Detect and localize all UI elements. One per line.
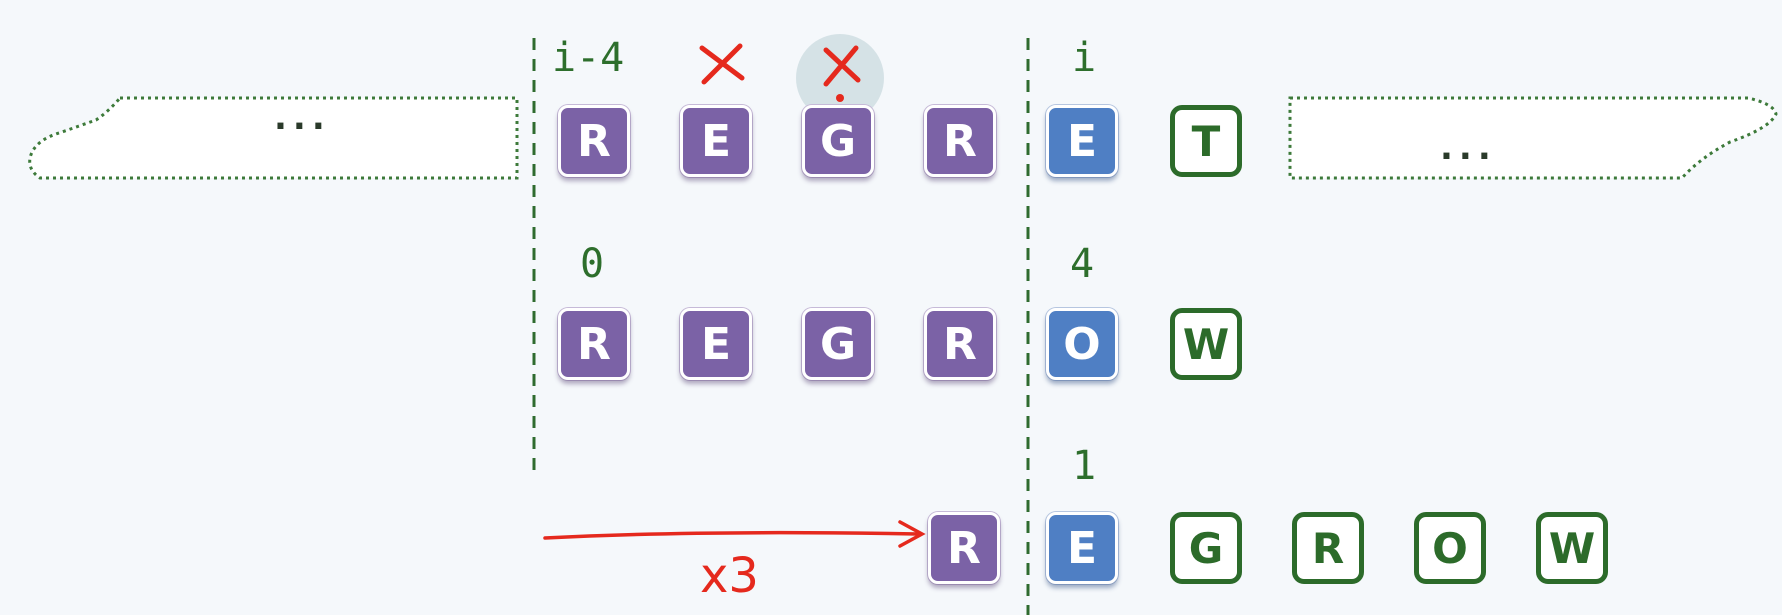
hover-highlight <box>796 34 884 122</box>
letter-tile: W <box>1170 308 1242 380</box>
row1-current-index-label: i <box>1072 35 1097 81</box>
letter-tile: E <box>680 308 752 380</box>
letter-tile: R <box>558 105 630 177</box>
letter-tile: T <box>1170 105 1242 177</box>
row2-start-index-label: 0 <box>580 241 605 287</box>
left-tape-shape <box>28 96 519 180</box>
letter-tile: E <box>1046 105 1118 177</box>
letter-tile: R <box>928 512 1000 584</box>
cross-dot <box>836 94 844 102</box>
letter-tile: R <box>924 105 996 177</box>
letter-tile: G <box>802 105 874 177</box>
letter-tile: R <box>558 308 630 380</box>
row3-current-index-label: 1 <box>1072 443 1097 489</box>
letter-tile: E <box>680 105 752 177</box>
letter-tile: G <box>1170 512 1242 584</box>
right-tape-shape <box>1288 96 1778 180</box>
letter-tile: E <box>1046 512 1118 584</box>
letter-tile: R <box>924 308 996 380</box>
letter-tile: W <box>1536 512 1608 584</box>
letter-tile: G <box>802 308 874 380</box>
arrow-right-icon <box>543 520 926 548</box>
row2-current-index-label: 4 <box>1070 241 1095 287</box>
left-tape-ellipsis: ... <box>274 98 331 138</box>
right-tape-ellipsis: ... <box>1440 128 1497 168</box>
letter-tile: O <box>1046 308 1118 380</box>
row1-start-index-label: i-4 <box>552 35 625 81</box>
cross-mark-icon <box>823 45 861 87</box>
cross-mark-icon <box>699 43 745 85</box>
letter-tile: R <box>1292 512 1364 584</box>
multiplier-annotation: x3 <box>700 548 759 604</box>
letter-tile: O <box>1414 512 1486 584</box>
